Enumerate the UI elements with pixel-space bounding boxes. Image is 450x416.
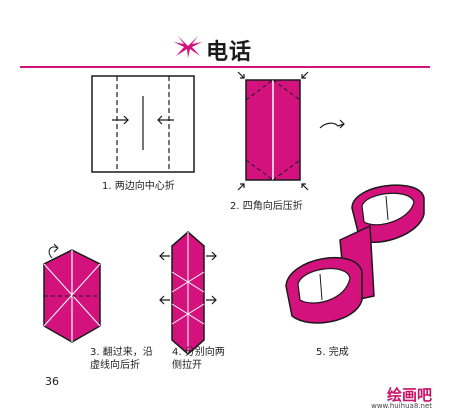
- watermark-logo: 绘画吧: [386, 386, 432, 404]
- step5-diagram: [285, 184, 425, 324]
- step1-caption: 1. 两边向中心折: [102, 181, 175, 192]
- step2-diagram: [237, 71, 345, 191]
- title-divider: [20, 66, 430, 68]
- step5-caption: 5. 完成: [316, 347, 349, 358]
- step4-diagram: [159, 231, 217, 355]
- step2-caption: 2. 四角向后压折: [230, 201, 303, 212]
- page-title: 电话: [206, 40, 253, 65]
- step3-diagram: [43, 243, 101, 343]
- page-number: 36: [45, 375, 59, 388]
- flower-icon: [174, 36, 202, 58]
- step3-caption: 3. 翻过来，沿 虚线向后折: [90, 347, 153, 371]
- step1-diagram: [91, 75, 195, 173]
- step4-caption: 4. 分别向两 侧拉开: [172, 347, 225, 371]
- watermark-url: www.huihua8.net: [371, 402, 432, 410]
